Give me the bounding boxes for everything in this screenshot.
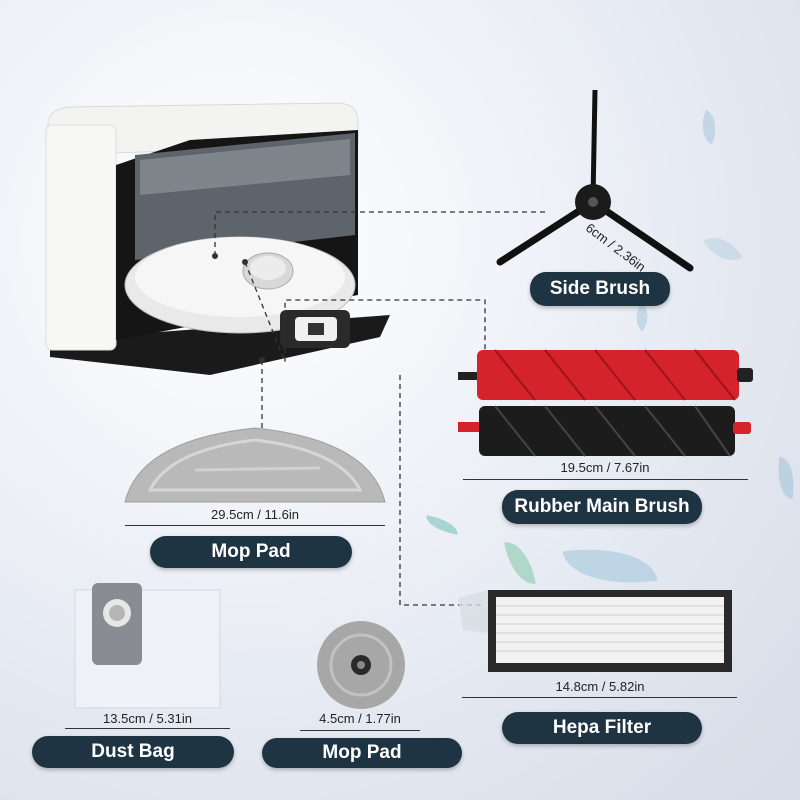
main-brush-dimension: 19.5cm / 7.67in (560, 460, 650, 475)
hepa-filter-dimension-line (462, 697, 737, 698)
rubber-main-brush-image (458, 349, 753, 457)
side-brush-label: Side Brush (530, 272, 670, 306)
mop-pad-small-dimension: 4.5cm / 1.77in (319, 711, 401, 726)
mop-pad-large-dimension: 29.5cm / 11.6in (211, 507, 299, 522)
main-brush-dimension-line (463, 479, 748, 480)
main-brush-label: Rubber Main Brush (502, 490, 702, 524)
dust-bag-dimension-line (65, 728, 230, 729)
side-brush-image (496, 90, 694, 272)
mop-pad-large-label: Mop Pad (150, 536, 352, 568)
dust-bag-dimension: 13.5cm / 5.31in (103, 711, 192, 726)
small-mop-pad-image (317, 621, 405, 709)
large-mop-pad-image (124, 427, 386, 503)
hepa-filter-label: Hepa Filter (502, 712, 702, 744)
base-station-image (45, 102, 390, 375)
mop-pad-small-dimension-line (300, 730, 420, 731)
mop-pad-large-dimension-line (125, 525, 385, 526)
mop-pad-small-label: Mop Pad (262, 738, 462, 768)
hepa-filter-dimension: 14.8cm / 5.82in (555, 679, 645, 694)
hepa-filter-image (458, 590, 732, 672)
dust-bag-image (74, 583, 221, 709)
dust-bag-label: Dust Bag (32, 736, 234, 768)
